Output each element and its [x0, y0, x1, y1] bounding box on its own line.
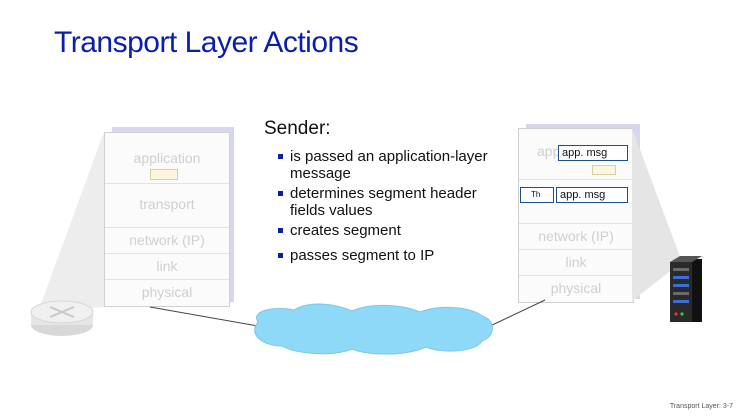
server-icon — [670, 256, 702, 322]
message-glyph — [150, 169, 178, 180]
slide-title: Transport Layer Actions — [54, 26, 359, 59]
transport-header-box: Th — [520, 187, 554, 203]
slide-footer: Transport Layer: 3-7 — [669, 403, 733, 410]
cloud-icon — [254, 303, 493, 355]
layer-transport — [519, 179, 633, 223]
app-message-box: app. msg — [556, 187, 628, 203]
sender-bullet-list: is passed an application-layer message d… — [278, 148, 498, 264]
layer-application: app — [537, 143, 561, 159]
transport-segment: Th app. msg — [520, 187, 628, 203]
layer-network: network (IP) — [519, 223, 633, 249]
layer-physical: physical — [105, 279, 229, 306]
list-item: is passed an application-layer message — [278, 148, 498, 182]
app-message-box: app. msg — [558, 145, 628, 161]
layer-link: link — [105, 253, 229, 279]
left-stack-perspective — [38, 132, 104, 312]
left-link-line — [149, 306, 259, 327]
sender-heading: Sender: — [264, 118, 331, 139]
list-item: determines segment header fields values — [278, 185, 498, 219]
layer-application: application — [133, 150, 201, 166]
layer-physical: physical — [519, 275, 633, 302]
right-link-line — [487, 299, 546, 328]
right-protocol-stack: app network (IP) link physical — [518, 124, 640, 303]
router-icon — [30, 300, 94, 336]
layer-transport: transport — [105, 183, 229, 227]
layer-network: network (IP) — [105, 227, 229, 253]
layer-link: link — [519, 249, 633, 275]
left-protocol-stack: application transport network (IP) link … — [104, 127, 234, 307]
list-item: creates segment — [278, 222, 498, 239]
message-glyph — [592, 165, 616, 175]
list-item: passes segment to IP — [278, 247, 498, 264]
